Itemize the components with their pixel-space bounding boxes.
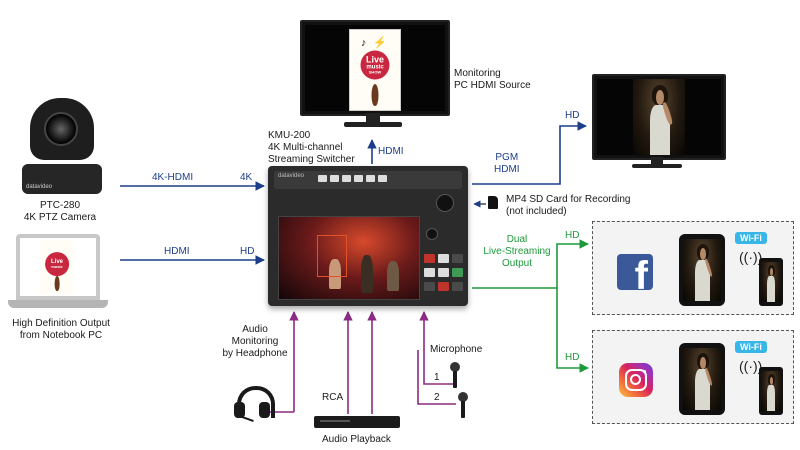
sd-card-icon <box>488 196 498 209</box>
instagram-icon <box>619 363 653 397</box>
joystick-knob <box>436 194 454 212</box>
monitor-pc-hdmi: ♪ ⚡ Live music SHOW <box>300 20 450 116</box>
wifi-badge-2: Wi-Fi <box>735 341 767 353</box>
hdmi-left-label: HDMI <box>164 246 190 257</box>
monitor-pgm <box>592 74 726 160</box>
guitar-graphic <box>371 83 379 106</box>
camera-lens <box>44 112 78 146</box>
headphone-icon <box>232 384 275 424</box>
hd-stream-2-label: HD <box>565 352 580 363</box>
microphone-1-icon <box>450 362 460 388</box>
pgm-monitor-stand <box>651 157 663 165</box>
live-music-poster: ♪ ⚡ Live music SHOW <box>349 29 401 111</box>
camera-label: PTC-280 4K PTZ Camera <box>23 200 97 223</box>
kmu-200-switcher: datavideo <box>268 166 468 306</box>
pgm-monitor-base <box>632 164 682 168</box>
hd-out-label: HD <box>565 110 580 121</box>
hdmi-top-label: HDMI <box>378 146 404 157</box>
sd-card-label: MP4 SD Card for Recording (not included) <box>506 194 631 217</box>
facebook-icon: f <box>617 254 653 290</box>
audio-monitoring-label: Audio Monitoring by Headphone <box>222 324 288 359</box>
rca-label: RCA <box>322 392 344 403</box>
mic-line <box>419 311 456 385</box>
monitoring-label: Monitoring PC HDMI Source <box>454 68 531 91</box>
wifi-badge-1: Wi-Fi <box>735 232 767 244</box>
singer-photo <box>633 79 685 155</box>
pgm-label: PGM HDMI <box>494 152 520 175</box>
microphone-2-icon <box>458 392 468 418</box>
switcher-preview-screen <box>278 216 420 300</box>
switcher-brand: datavideo <box>278 173 305 179</box>
poster-text-show: SHOW <box>368 69 382 75</box>
switcher-button-row <box>318 175 414 183</box>
wifi-icon: ((·)) <box>739 249 763 265</box>
mic-2-label: 2 <box>434 392 440 403</box>
red-button <box>424 254 435 263</box>
monitor-base <box>344 122 402 127</box>
poster-text-music: music <box>366 64 384 71</box>
poster-sketch: ♪ ⚡ <box>360 37 390 49</box>
phone-instagram <box>759 367 783 415</box>
camera-brand: datavideo <box>26 184 53 190</box>
phone-facebook <box>759 258 783 306</box>
notebook-pc: Live music <box>8 234 108 316</box>
audio-playback-label: Audio Playback <box>322 434 391 445</box>
4k-hdmi-label: 4K-HDMI <box>152 172 194 183</box>
tablet-instagram <box>679 343 725 415</box>
mic-1-label: 1 <box>434 372 440 383</box>
4k-label: 4K <box>240 172 253 183</box>
pip-frame <box>317 235 347 277</box>
wifi-icon: ((·)) <box>739 358 763 374</box>
hd-stream-1-label: HD <box>565 230 580 241</box>
tablet-facebook <box>679 234 725 306</box>
facebook-stream-panel: f Wi-Fi ((·)) <box>592 221 794 315</box>
notebook-label: High Definition Output from Notebook PC <box>12 318 110 341</box>
dual-stream-label: Dual Live-Streaming Output <box>483 234 551 269</box>
hd-left-label: HD <box>240 246 255 257</box>
notebook-poster: Live music <box>40 240 74 294</box>
ptc-280-camera: datavideo <box>22 98 102 198</box>
tbar-knob <box>426 228 438 240</box>
monitor-stand <box>366 113 380 123</box>
device-title: KMU-200 4K Multi-channel Streaming Switc… <box>268 130 355 165</box>
poster-text-live: Live <box>365 54 384 65</box>
stream-hd-2-line <box>556 288 589 373</box>
stream-hd-1-line <box>556 239 589 288</box>
audio-playback-device <box>314 416 400 428</box>
switcher-to-pgm-line <box>472 121 587 185</box>
instagram-stream-panel: Wi-Fi ((·)) <box>592 330 794 424</box>
microphone-label: Microphone <box>430 344 483 355</box>
